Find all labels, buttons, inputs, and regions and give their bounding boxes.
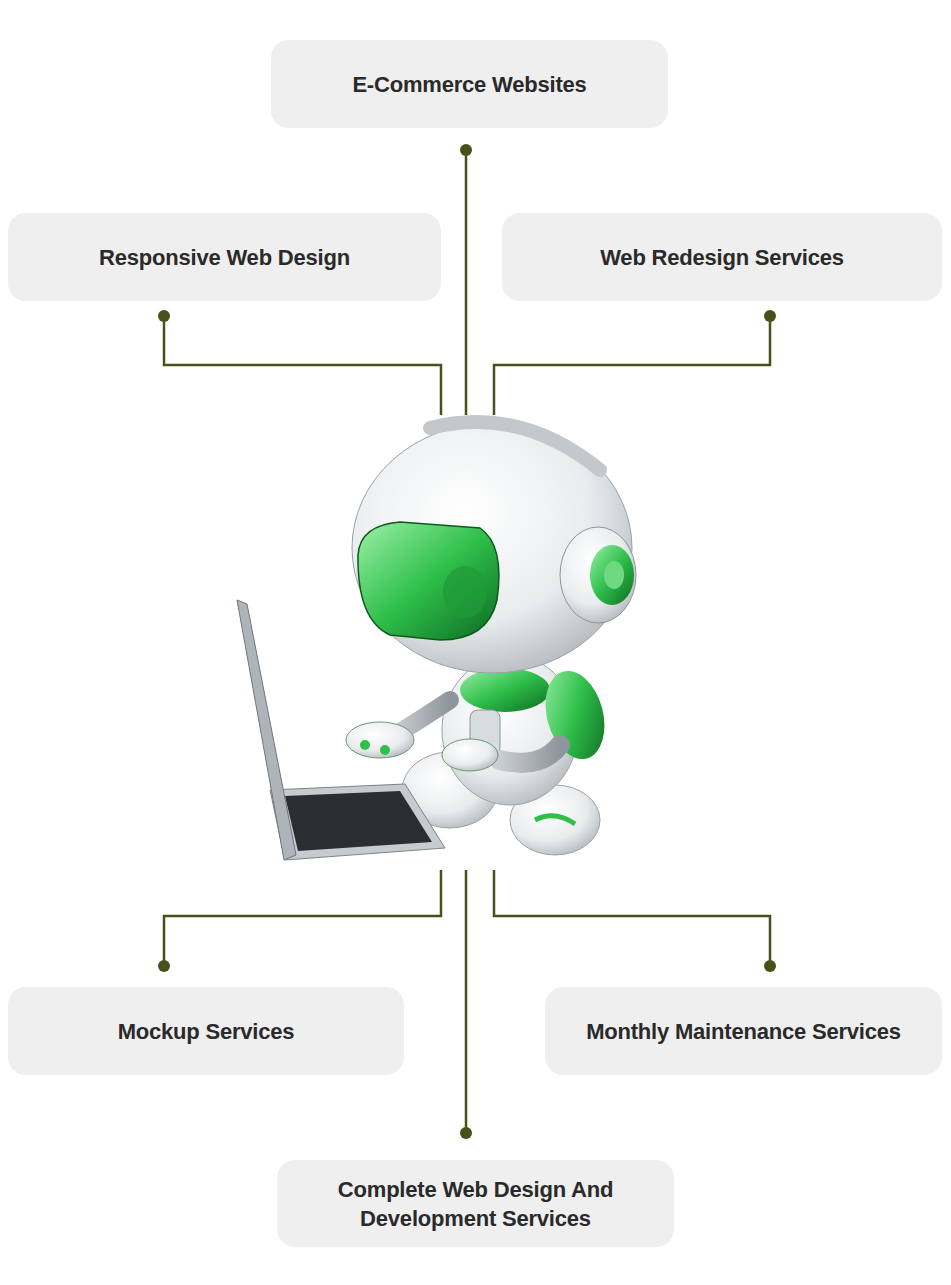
- leader-dot: [764, 960, 776, 972]
- service-text-group: Monthly Maintenance Services: [586, 1017, 901, 1046]
- service-text-group: Complete Web Design And Development Serv…: [326, 1175, 626, 1233]
- robot-collar: [460, 668, 550, 712]
- service-label: Mockup Services: [118, 1017, 295, 1046]
- service-label: Monthly Maintenance Services: [586, 1017, 901, 1046]
- robot-finger: [380, 745, 390, 755]
- service-box: Complete Web Design And Development Serv…: [277, 1160, 674, 1247]
- service-label: E-Commerce Websites: [352, 70, 586, 99]
- service-box: Responsive Web Design: [8, 213, 441, 301]
- service-box: Monthly Maintenance Services: [545, 987, 942, 1075]
- service-text-group: Web Redesign Services: [600, 243, 844, 272]
- robot-forearm: [500, 745, 560, 763]
- robot-headphone: [560, 527, 636, 623]
- robot-hand: [442, 739, 498, 771]
- robot-leg-stripe: [535, 816, 575, 824]
- service-label: Responsive Web Design: [99, 243, 350, 272]
- leader-line: [164, 316, 441, 415]
- robot-headphone-center: [604, 561, 624, 589]
- leader-line: [465, 150, 468, 415]
- robot-hand: [346, 722, 414, 758]
- service-text-group: Mockup Services: [118, 1017, 295, 1046]
- robot-finger: [360, 740, 370, 750]
- service-text-group: E-Commerce Websites: [352, 70, 586, 99]
- laptop-keyboard: [285, 791, 432, 851]
- leader-line: [465, 867, 468, 1133]
- leader-dot: [460, 1127, 472, 1139]
- service-box: E-Commerce Websites: [271, 40, 668, 128]
- service-box: Web Redesign Services: [502, 213, 942, 301]
- laptop-base: [270, 784, 445, 860]
- service-label: Web Redesign Services: [600, 243, 844, 272]
- leader-line: [494, 316, 770, 415]
- leader-line: [494, 867, 770, 966]
- leader-line: [164, 867, 441, 966]
- robot-eye: [443, 566, 487, 618]
- laptop-screen: [237, 600, 296, 860]
- robot-visor: [358, 522, 499, 640]
- leader-dot: [158, 960, 170, 972]
- leader-dot: [764, 310, 776, 322]
- robot-headband: [430, 422, 600, 470]
- robot-illustration: [237, 420, 640, 870]
- service-box: Mockup Services: [8, 987, 404, 1075]
- service-text-group: Responsive Web Design: [99, 243, 350, 272]
- leader-dot: [460, 144, 472, 156]
- robot-headphone-center: [590, 545, 634, 605]
- leader-dot: [158, 310, 170, 322]
- service-label: Complete Web Design And Development Serv…: [326, 1175, 626, 1233]
